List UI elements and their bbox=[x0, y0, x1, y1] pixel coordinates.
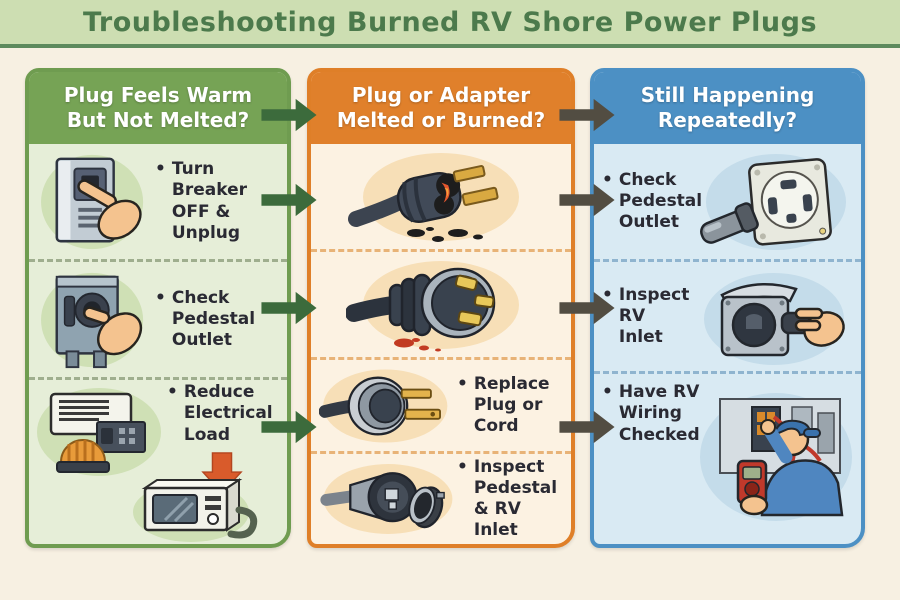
page-title: Troubleshooting Burned RV Shore Power Pl… bbox=[82, 6, 818, 38]
melted-plug-illustration bbox=[346, 260, 519, 351]
microwave-illustration bbox=[133, 477, 258, 542]
step-item: • Check Pedestal Outlet bbox=[594, 144, 861, 262]
step-item: • Inspect RV Inlet bbox=[594, 262, 861, 374]
step-item bbox=[311, 252, 571, 360]
column-header: Still Happening Repeatedly? bbox=[594, 72, 861, 144]
round-plug-illustration bbox=[319, 368, 448, 443]
twist-lock-inlet-illustration bbox=[320, 464, 453, 534]
column-still-happening: Still Happening Repeatedly? • Check Pede… bbox=[590, 68, 865, 548]
step-label: • Inspect RV Inlet bbox=[602, 284, 690, 348]
column-plug-feels-warm: Plug Feels Warm But Not Melted? • Turn B… bbox=[25, 68, 291, 548]
pedestal-outlet-flashlight-illustration bbox=[700, 153, 846, 250]
rv-technician-illustration bbox=[700, 393, 852, 521]
column-header: Plug or Adapter Melted or Burned? bbox=[311, 72, 571, 144]
step-item: • Replace Plug or Cord bbox=[311, 360, 571, 454]
column-melted-or-burned: Plug or Adapter Melted or Burned? bbox=[307, 68, 575, 548]
flow-arrow-gray-icon bbox=[559, 98, 615, 132]
rv-inlet-hand-illustration bbox=[704, 272, 845, 365]
column-header: Plug Feels Warm But Not Melted? bbox=[29, 72, 287, 144]
step-label: • Have RV Wiring Checked bbox=[602, 382, 700, 445]
step-label: • Check Pedestal Outlet bbox=[155, 287, 256, 351]
appliances-illustration bbox=[37, 388, 161, 476]
step-label: • Turn Breaker OFF & Unplug bbox=[155, 159, 247, 243]
breaker-off-hand-illustration bbox=[41, 154, 144, 249]
step-item bbox=[311, 144, 571, 252]
step-item: • Inspect Pedestal & RV Inlet bbox=[311, 454, 571, 544]
flow-arrow-gray-icon bbox=[559, 183, 615, 217]
step-item: • Have RV Wiring Checked bbox=[594, 374, 861, 544]
step-item: • Reduce Electrical Load bbox=[29, 380, 287, 544]
pedestal-outlet-hand-illustration bbox=[41, 272, 144, 368]
step-item: • Turn Breaker OFF & Unplug bbox=[29, 144, 287, 262]
step-label: • Check Pedestal Outlet bbox=[602, 169, 703, 233]
burned-plug-illustration bbox=[348, 152, 519, 242]
step-label: • Reduce Electrical Load bbox=[167, 382, 273, 445]
step-label: • Inspect Pedestal & RV Inlet bbox=[457, 456, 558, 541]
step-label: • Replace Plug or Cord bbox=[457, 373, 550, 437]
flow-arrow-green-icon bbox=[261, 98, 317, 132]
flow-arrow-green-icon bbox=[261, 183, 317, 217]
step-item: • Check Pedestal Outlet bbox=[29, 262, 287, 380]
flow-arrow-green-icon bbox=[261, 291, 317, 325]
flow-arrow-gray-icon bbox=[559, 410, 615, 444]
flow-arrow-green-icon bbox=[261, 410, 317, 444]
flow-arrow-gray-icon bbox=[559, 291, 615, 325]
title-band: Troubleshooting Burned RV Shore Power Pl… bbox=[0, 0, 900, 48]
